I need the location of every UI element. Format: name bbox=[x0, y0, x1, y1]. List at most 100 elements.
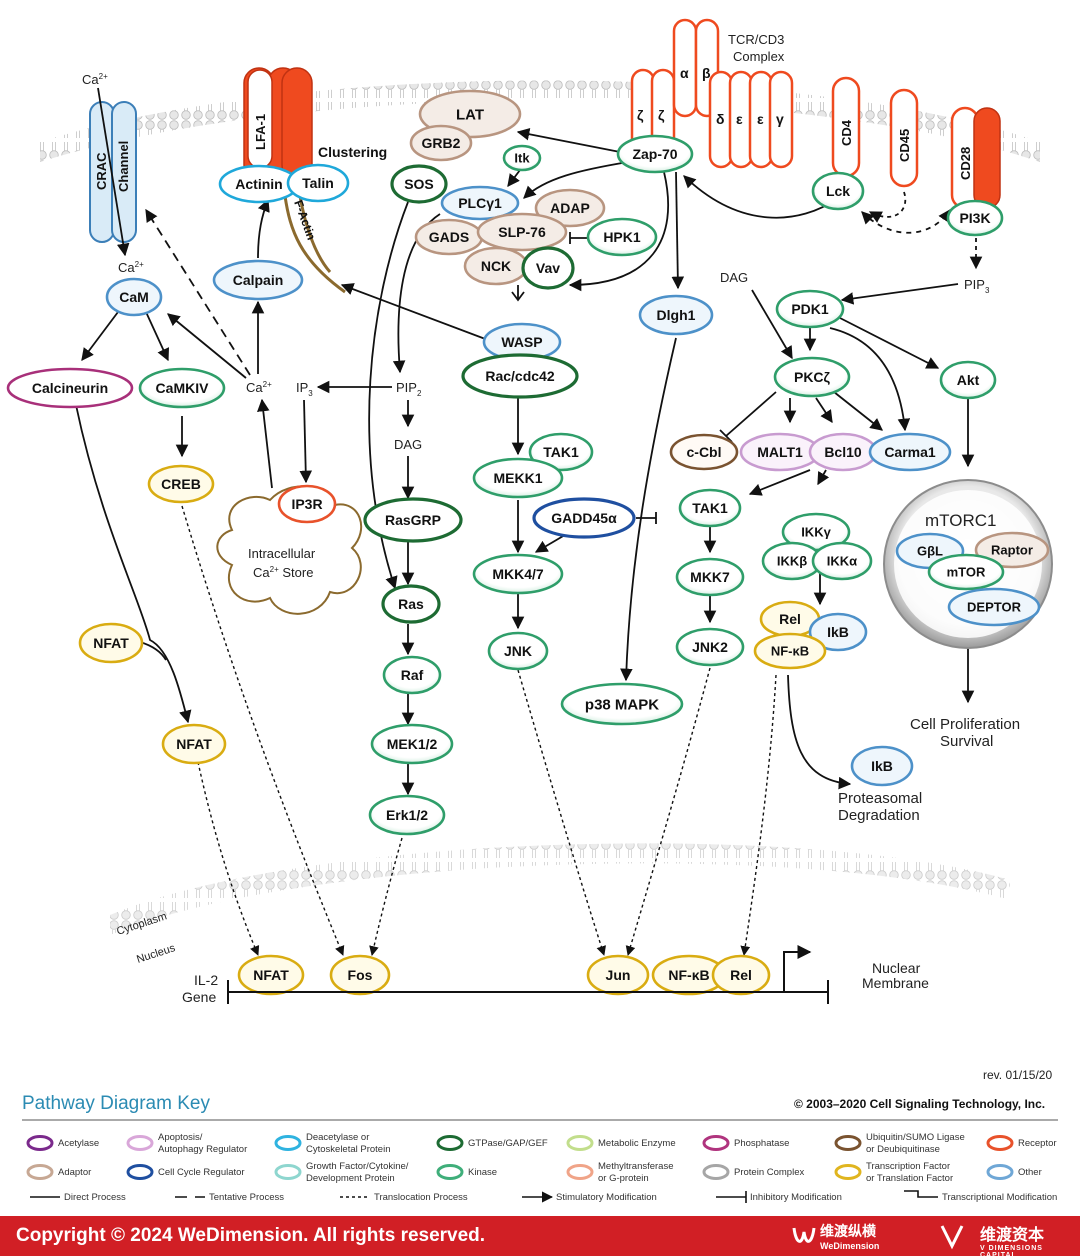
itk-node: Itk bbox=[502, 144, 542, 172]
hpk1-label: HPK1 bbox=[603, 229, 641, 245]
nck-label: NCK bbox=[481, 258, 511, 274]
f-actin-fiber bbox=[283, 195, 346, 294]
jun-node: Jun bbox=[586, 954, 650, 996]
camkiv-label: CaMKIV bbox=[156, 380, 210, 396]
svg-text:Ca2+: Ca2+ bbox=[82, 72, 108, 87]
svg-text:DAG: DAG bbox=[394, 437, 422, 452]
rel-n-node: Rel bbox=[711, 954, 771, 996]
rac-node: Rac/cdc42 bbox=[461, 353, 579, 399]
nfat-c2-node: NFAT bbox=[161, 723, 227, 765]
creb-label: CREB bbox=[161, 476, 201, 492]
svg-text:or Translation Factor: or Translation Factor bbox=[866, 1173, 953, 1184]
il2-gene-line bbox=[227, 945, 829, 1004]
ikkg-node: IKKγ bbox=[781, 512, 851, 552]
channel-label: Channel bbox=[116, 141, 131, 192]
tcr-label: TCR/CD3 bbox=[728, 32, 784, 47]
svg-text:Nuclear: Nuclear bbox=[872, 960, 921, 976]
plcg1-node: PLCγ1 bbox=[440, 185, 520, 221]
fos-label: Fos bbox=[348, 967, 373, 983]
pathway-arrows bbox=[75, 87, 983, 796]
epsilon-2: ε bbox=[757, 111, 764, 127]
key-item-9: Cell Cycle Regulator bbox=[126, 1164, 245, 1180]
tak1-m-node: TAK1 bbox=[528, 432, 594, 472]
jnk2-label: JNK2 bbox=[692, 639, 728, 655]
key-line-1: Tentative Process bbox=[175, 1192, 284, 1203]
key-line-4: Inhibitory Modification bbox=[716, 1191, 842, 1203]
pdk1-node: PDK1 bbox=[775, 289, 845, 329]
epsilon-1: ε bbox=[736, 111, 743, 127]
svg-text:Cytoskeletal Protein: Cytoskeletal Protein bbox=[306, 1144, 390, 1155]
rel-n-label: Rel bbox=[730, 967, 752, 983]
revision-date: rev. 01/15/20 bbox=[983, 1068, 1052, 1082]
svg-text:Deacetylase or: Deacetylase or bbox=[306, 1132, 369, 1143]
pathway-key: rev. 01/15/20 Pathway Diagram Key © 2003… bbox=[22, 1068, 1058, 1203]
svg-text:Autophagy Regulator: Autophagy Regulator bbox=[158, 1144, 247, 1155]
talin-node: Talin bbox=[286, 163, 350, 203]
nfkb-c-node: NF-κB bbox=[753, 632, 827, 670]
mkk7-label: MKK7 bbox=[690, 569, 730, 585]
svg-text:or G-protein: or G-protein bbox=[598, 1173, 649, 1184]
ccbl-label: c-Cbl bbox=[687, 444, 722, 460]
cd28-receptor: CD28 bbox=[950, 106, 1001, 210]
pkcz-label: PKCζ bbox=[794, 369, 831, 385]
zap70-node: Zap-70 bbox=[616, 134, 694, 174]
key-item-10: Growth Factor/Cytokine/Development Prote… bbox=[274, 1161, 409, 1184]
svg-text:Ca2+ Store: Ca2+ Store bbox=[253, 565, 313, 580]
beta-label: β bbox=[702, 65, 711, 81]
itk-label: Itk bbox=[514, 151, 530, 166]
key-title: Pathway Diagram Key bbox=[22, 1093, 210, 1114]
lck-label: Lck bbox=[826, 183, 850, 199]
key-item-3: GTPase/GAP/GEF bbox=[436, 1135, 548, 1151]
svg-text:CD28: CD28 bbox=[958, 147, 973, 180]
zeta-1: ζ bbox=[637, 107, 644, 123]
crac-channel: CRAC Channel bbox=[89, 101, 137, 243]
svg-text:Ubiquitin/SUMO Ligase: Ubiquitin/SUMO Ligase bbox=[866, 1132, 965, 1143]
rasgrp-label: RasGRP bbox=[385, 512, 441, 528]
rasgrp-node: RasGRP bbox=[363, 497, 463, 543]
svg-text:Receptor: Receptor bbox=[1018, 1138, 1057, 1149]
cam-label: CaM bbox=[119, 289, 149, 305]
svg-text:Development Protein: Development Protein bbox=[306, 1173, 395, 1184]
svg-text:Cell Proliferation: Cell Proliferation bbox=[910, 716, 1020, 733]
svg-text:Proteasomal: Proteasomal bbox=[838, 790, 922, 807]
cd45-receptor: CD45 bbox=[889, 88, 919, 188]
tak1-m-label: TAK1 bbox=[543, 444, 579, 460]
svg-text:Gene: Gene bbox=[182, 989, 216, 1005]
tcr-cd3-complex: ζ ζ α β δ ε ε γ TCR/CD3 Complex bbox=[630, 18, 794, 172]
key-item-1: Apoptosis/Autophagy Regulator bbox=[126, 1132, 247, 1155]
svg-text:Other: Other bbox=[1018, 1167, 1042, 1178]
vav-label: Vav bbox=[536, 260, 560, 276]
gadd45-label: GADD45α bbox=[551, 510, 617, 526]
svg-text:Adaptor: Adaptor bbox=[58, 1167, 91, 1178]
svg-text:CD45: CD45 bbox=[897, 129, 912, 162]
svg-text:Methyltransferase: Methyltransferase bbox=[598, 1161, 674, 1172]
nfat-c2-label: NFAT bbox=[176, 736, 212, 752]
calcineurin-node: Calcineurin bbox=[6, 367, 134, 409]
rel-c-label: Rel bbox=[779, 611, 801, 627]
sos-label: SOS bbox=[404, 176, 434, 192]
adap-label: ADAP bbox=[550, 200, 590, 216]
grb2-node: GRB2 bbox=[409, 124, 473, 162]
key-item-11: Kinase bbox=[436, 1164, 497, 1180]
wasp-node: WASP bbox=[482, 322, 562, 362]
gadd45-node: GADD45α bbox=[532, 497, 636, 539]
ras-label: Ras bbox=[398, 596, 424, 612]
mek12-label: MEK1/2 bbox=[387, 736, 438, 752]
delta-label: δ bbox=[716, 111, 725, 127]
svg-text:Intracellular: Intracellular bbox=[248, 546, 316, 561]
wasp-label: WASP bbox=[501, 334, 542, 350]
tak1-r-node: TAK1 bbox=[678, 488, 742, 528]
mtor-node: mTOR bbox=[927, 553, 1005, 591]
svg-text:GTPase/GAP/GEF: GTPase/GAP/GEF bbox=[468, 1138, 548, 1149]
mekk1-label: MEKK1 bbox=[493, 470, 542, 486]
actinin-node: Actinin bbox=[218, 164, 300, 204]
nfkb-n-label: NF-κB bbox=[668, 967, 709, 983]
raptor-node: Raptor bbox=[974, 531, 1050, 569]
slp76-node: SLP-76 bbox=[476, 212, 568, 252]
nfat-n-node: NFAT bbox=[237, 954, 305, 996]
mkk47-label: MKK4/7 bbox=[492, 566, 544, 582]
ikb-deg-node: IkB bbox=[850, 745, 914, 787]
